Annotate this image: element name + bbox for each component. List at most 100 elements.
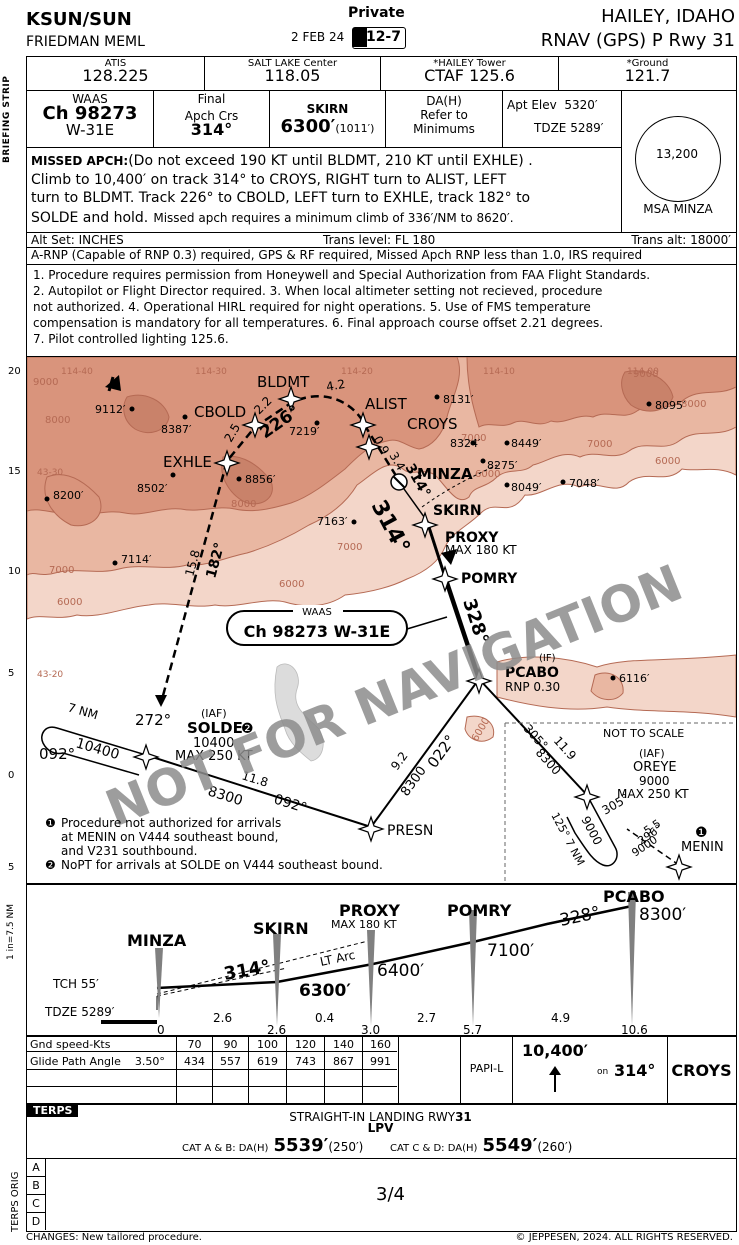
- airport-id: KSUN/SUN: [26, 9, 132, 30]
- fix-solde: SOLDE: [187, 719, 243, 737]
- contour-label: 8000: [681, 399, 706, 410]
- svg-text:2.7: 2.7: [417, 1011, 436, 1025]
- svg-text:TDZE 5289′: TDZE 5289′: [44, 1005, 115, 1019]
- svg-text:9.2: 9.2: [388, 749, 411, 773]
- cat-cd-da: CAT C & D: DA(H) 5549′(260′): [390, 1135, 573, 1156]
- profile-scale: 1 in=7.5 NM: [6, 903, 16, 960]
- papi-label: PAPI-L: [469, 1062, 504, 1075]
- svg-text:6400′: 6400′: [377, 961, 424, 981]
- terps-tag: TERPS: [27, 1104, 79, 1117]
- svg-text:8300: 8300: [398, 764, 430, 800]
- profile-alt-labels: MAX 180 KT 6300′ 6400′ 7100′ 8300′ 314° …: [44, 903, 686, 1019]
- msa-circle: [635, 116, 721, 202]
- rate-table: [26, 1035, 737, 1105]
- waas-channel: WAAS Ch 98273 W-31E: [42, 92, 138, 139]
- svg-text:8300′: 8300′: [639, 905, 686, 925]
- fix-pomry: POMRY: [461, 571, 518, 587]
- gpa-label: Glide Path Angle 3.50°: [30, 1055, 165, 1068]
- approach-tracks: [145, 464, 680, 866]
- fix-symbols: [132, 385, 693, 881]
- cat-d: D: [31, 1215, 41, 1228]
- da-refer: DA(H) Refer to Minimums: [413, 94, 475, 136]
- fix-croys: CROYS: [407, 415, 458, 433]
- lon-tick: 114-40: [61, 367, 93, 377]
- chart-date: 2 FEB 24: [291, 30, 345, 44]
- speed-cell: 90: [223, 1038, 238, 1051]
- lat-minute: 43-30: [37, 468, 63, 478]
- profile-fix-pillars: [155, 892, 636, 1026]
- cat-b: B: [32, 1179, 40, 1192]
- lon-tick: 114-10: [483, 367, 515, 377]
- svg-text:MAX 180 KT: MAX 180 KT: [331, 918, 397, 931]
- graticule: 114-40 114-30 114-20 114-10 114-00 43-30…: [37, 367, 659, 680]
- contour-label: 9000: [33, 377, 58, 388]
- contour-label: 6000: [57, 597, 82, 608]
- solde-speed: MAX 250 KT: [175, 749, 253, 764]
- ma-fix: CROYS: [671, 1061, 732, 1080]
- copyright: © JEPPESEN, 2024. ALL RIGHTS RESERVED.: [515, 1232, 733, 1243]
- rate-cell: 867: [333, 1055, 354, 1068]
- rate-cell: 991: [370, 1055, 391, 1068]
- missed-approach: MISSED APCH:(Do not exceed 190 KT until …: [31, 153, 533, 226]
- contour-label: 6000: [475, 469, 500, 480]
- lat-tick: 5: [8, 862, 15, 873]
- profile-path: [101, 904, 633, 1024]
- svg-text:4.9: 4.9: [551, 1011, 570, 1025]
- terrain-shading: [27, 357, 736, 742]
- oreye-speed: MAX 250 KT: [617, 787, 689, 801]
- rate-cell: 434: [184, 1055, 205, 1068]
- fix-pcabo: PCABO: [505, 665, 559, 681]
- reservoir: [274, 663, 324, 762]
- fix-cbold: CBOLD: [194, 403, 246, 421]
- svg-text:10.6: 10.6: [621, 1023, 648, 1036]
- svg-text:and V231 southbound.: and V231 southbound.: [61, 844, 197, 858]
- svg-text:Ch 98273 W-31E: Ch 98273 W-31E: [244, 622, 391, 641]
- svg-text:WAAS: WAAS: [302, 607, 332, 618]
- rate-cell: 743: [295, 1055, 316, 1068]
- lat-tick: 15: [8, 466, 21, 477]
- contour-label: 8000: [45, 415, 70, 426]
- svg-text:8275′: 8275′: [487, 459, 518, 472]
- lat-tick: 10: [8, 566, 21, 577]
- ma-up-arrow: [554, 1070, 556, 1092]
- briefing-strip-label: BRIEFING STRIP: [2, 75, 12, 163]
- profile-distances: 2.6 0.4 2.7 4.9 0 2.6 3.0 5.7 10.6: [157, 1011, 648, 1036]
- plan-view: 114-40 114-30 114-20 114-10 114-00 43-30…: [26, 356, 737, 885]
- msa-altitude: 13,200: [656, 147, 698, 161]
- svg-text:8324′: 8324′: [450, 437, 481, 450]
- svg-text:8200′: 8200′: [53, 489, 84, 502]
- svg-text:022°: 022°: [424, 732, 460, 772]
- skirn-fix-alt: SKIRN 6300′(1011′): [280, 102, 375, 137]
- contour-label: 7000: [49, 565, 74, 576]
- apt-elev: Apt Elev 5320′: [507, 98, 598, 112]
- svg-text:092°: 092°: [39, 745, 75, 763]
- waas-callout: WAAS Ch 98273 W-31E: [226, 605, 448, 646]
- cat-c: C: [32, 1197, 40, 1210]
- arnp-requirement: A-RNP (Capable of RNP 0.3) required, GPS…: [31, 248, 643, 262]
- procedure-name: RNAV (GPS) P Rwy 31: [540, 30, 735, 51]
- speed-cell: 140: [333, 1038, 354, 1051]
- gnd-speed-label: Gnd speed-Kts: [30, 1038, 111, 1051]
- contour-label: 8000: [231, 499, 256, 510]
- svg-text:8502′: 8502′: [137, 482, 168, 495]
- pcabo-rnp: RNP 0.30: [505, 680, 560, 694]
- svg-text:2.6: 2.6: [267, 1023, 286, 1036]
- ma-altitude: 10,400′: [522, 1041, 588, 1060]
- procedure-notes: 1. Procedure requires permission from Ho…: [33, 268, 651, 346]
- contour-label: 6000: [655, 456, 680, 467]
- svg-text:328°: 328°: [558, 903, 602, 931]
- svg-text:2.6: 2.6: [213, 1011, 232, 1025]
- speed-cell: 120: [295, 1038, 316, 1051]
- svg-text:7114′: 7114′: [121, 553, 152, 566]
- svg-text:❷: ❷: [45, 858, 56, 872]
- speed-cell: 160: [370, 1038, 391, 1051]
- final-apch-crs: Final Apch Crs 314°: [184, 92, 239, 139]
- svg-text:0: 0: [157, 1023, 165, 1036]
- svg-text:PCABO: PCABO: [603, 887, 665, 906]
- minimums-box: [26, 1103, 737, 1232]
- lon-tick: 114-30: [195, 367, 227, 377]
- svg-text:7163′: 7163′: [317, 515, 348, 528]
- svg-text:❶: ❶: [45, 816, 56, 830]
